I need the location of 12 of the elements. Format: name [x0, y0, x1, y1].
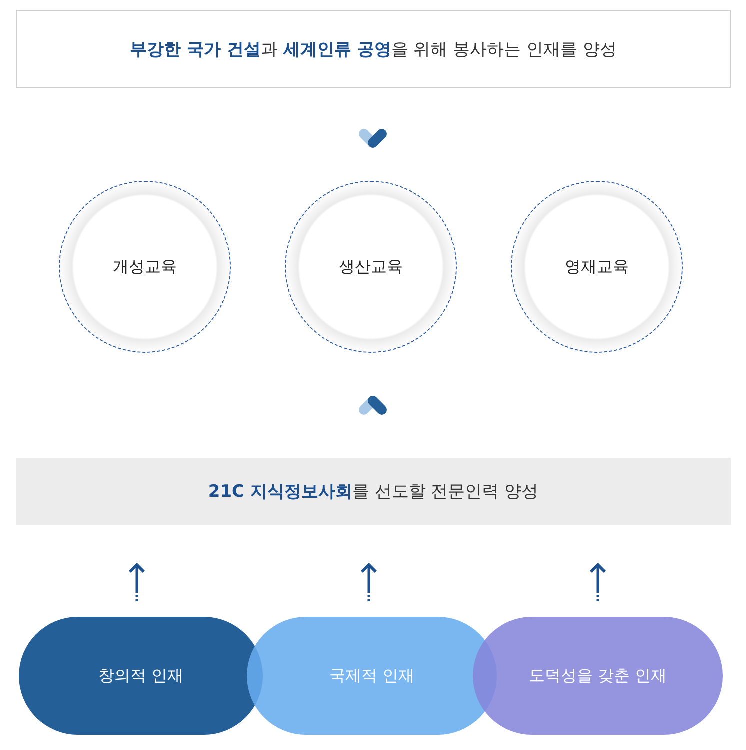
node-label: 도덕성을 갖춘 인재 — [528, 666, 668, 686]
node-label: 개성교육 — [113, 256, 177, 278]
node-label: 국제적 인재 — [329, 666, 415, 686]
arrow — [360, 564, 378, 602]
arrow — [590, 564, 606, 602]
node-label: 창의적 인재 — [98, 666, 184, 686]
node-label: 21C 지식정보사회를 선도할 전문인력 양성 — [208, 481, 539, 503]
node-label: 영재교육 — [565, 256, 629, 278]
node-label: 생산교육 — [339, 256, 403, 278]
goal-banner — [16, 10, 731, 88]
node-label: 부강한 국가 건설과 세계인류 공영을 위해 봉사하는 인재를 양성 — [130, 38, 617, 60]
arrow — [128, 564, 146, 602]
